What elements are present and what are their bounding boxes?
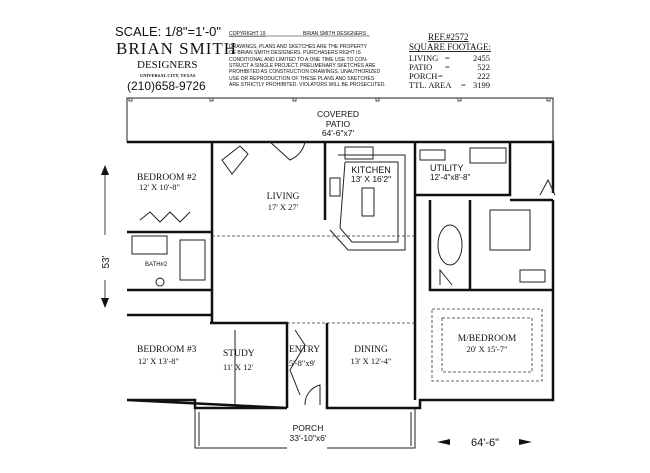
footage-value: 522 <box>477 62 490 72</box>
porch-label: PORCH <box>293 423 324 433</box>
company-sub: DESIGNERS <box>137 59 198 71</box>
patio-dims: 64'-6"x7' <box>322 128 355 138</box>
patio-label: COVERED <box>317 109 359 119</box>
footage-value: 222 <box>477 71 490 81</box>
notice-line: PROHIBITED AS CONSTRUCTION DRAWINGS. UNA… <box>229 69 381 75</box>
study-dims: 11' X 12' <box>223 362 254 372</box>
living-dims: 17' X 27' <box>268 202 299 212</box>
title-block: SCALE: 1/8"=1'-0" BRIAN SMITH DESIGNERS … <box>115 24 386 93</box>
copyright-label: COPYRIGHT 19 <box>229 31 266 37</box>
master-bedroom-label: M/BEDROOM <box>458 334 517 344</box>
entry-dims: 5'-8"x9' <box>289 358 316 368</box>
cooktop <box>329 177 341 197</box>
bedroom3-label: BEDROOM #3 <box>137 345 197 355</box>
footage-heading: SQUARE FOOTAGE: <box>409 42 491 52</box>
porch-dims: 33'-10"x6' <box>290 433 327 443</box>
master-shower <box>489 209 531 251</box>
company-location: UNIVERSAL CITY, TEXAS <box>140 73 196 78</box>
depth-dimension: 53' <box>101 255 112 268</box>
patio-label: PATIO <box>326 119 351 129</box>
footage-label: LIVING <box>409 53 438 63</box>
footage-sep: = <box>445 53 450 63</box>
footage-sep: = <box>461 80 466 90</box>
doors <box>139 141 556 406</box>
study-label: STUDY <box>223 349 255 359</box>
notice-line: OF BRIAN SMITH DESIGNERS. PURCHASERS RIG… <box>229 50 362 56</box>
kitchen-island <box>361 187 375 217</box>
footage-value: 3199 <box>473 80 490 90</box>
covered-patio: COVERED PATIO 64'-6"x7' <box>126 97 554 143</box>
master-bedroom-dims: 20' X 15'-7" <box>466 344 507 354</box>
room-boundaries <box>212 235 543 382</box>
toilet-icon <box>155 277 165 287</box>
square-footage-table: REF.#2572 SQUARE FOOTAGE: LIVING = 2455 … <box>409 32 491 90</box>
bath2-label: BATH#2 <box>145 262 168 268</box>
notice-line: STRUCT A SINGLE PROJECT. PRELIMENARY SKE… <box>229 63 376 69</box>
bedroom2-dims: 12' X 10'-8" <box>139 182 180 192</box>
arrow-up-icon <box>101 165 109 175</box>
footage-sep: = <box>438 71 443 81</box>
master-tub-icon <box>437 224 463 266</box>
interior-walls <box>127 142 553 408</box>
dining-dims: 13' X 12'-4" <box>350 356 391 366</box>
room-labels: BEDROOM #2 12' X 10'-8" LIVING 17' X 27'… <box>137 163 517 372</box>
company-name: BRIAN SMITH <box>116 39 237 58</box>
company-phone: (210)658-9726 <box>127 79 206 93</box>
dining-label: DINING <box>354 345 388 355</box>
utility-label: UTILITY <box>430 163 464 173</box>
kitchen-label: KITCHEN <box>351 165 391 175</box>
footage-label: TTL. AREA <box>409 80 452 90</box>
kitchen-sink <box>344 146 374 160</box>
fixtures <box>131 145 546 405</box>
ref-number: REF.#2572 <box>428 32 469 42</box>
bedroom3-dims: 12' X 13'-8" <box>138 356 179 366</box>
scale-label: SCALE: 1/8"=1'-0" <box>115 24 221 39</box>
footage-value: 2455 <box>473 53 490 63</box>
fireplace-icon <box>221 145 249 175</box>
kitchen-dims: 13' X 16'2" <box>351 174 391 184</box>
footage-label: PORCH <box>409 71 437 81</box>
notice-line: DRAWINGS, PLANS AND SKETCHES ARE THE PRO… <box>229 44 368 50</box>
footage-sep: = <box>445 62 450 72</box>
arrow-right-icon <box>519 439 532 445</box>
legal-notice: DRAWINGS, PLANS AND SKETCHES ARE THE PRO… <box>229 44 386 88</box>
dimension-lines: 53' 64'-6" <box>101 165 532 449</box>
bathtub-icon <box>131 235 168 255</box>
notice-line: ARE STRICTLY PROHIBITED. VIOLATORS WILL … <box>229 82 386 88</box>
utility-dims: 12'-4"x8'-8" <box>430 173 470 182</box>
width-dimension: 64'-6" <box>471 437 499 449</box>
porch: PORCH 33'-10"x6' <box>194 408 416 449</box>
notice-line: CONDITIONAL AND LIMITED TO A ONE TIME US… <box>229 57 368 63</box>
living-label: LIVING <box>267 192 300 202</box>
entry-label: ENTRY <box>289 345 320 355</box>
washer-dryer <box>469 147 507 164</box>
copyright-holder: BRIAN SMITH DESIGNERS <box>303 31 367 37</box>
footage-label: PATIO <box>409 62 432 72</box>
arrow-down-icon <box>101 298 109 308</box>
arrow-left-icon <box>437 439 450 445</box>
bedroom2-label: BEDROOM #2 <box>137 173 197 183</box>
notice-line: USE OR REPRODUCTION OF THESE PLANS AND S… <box>229 76 375 82</box>
